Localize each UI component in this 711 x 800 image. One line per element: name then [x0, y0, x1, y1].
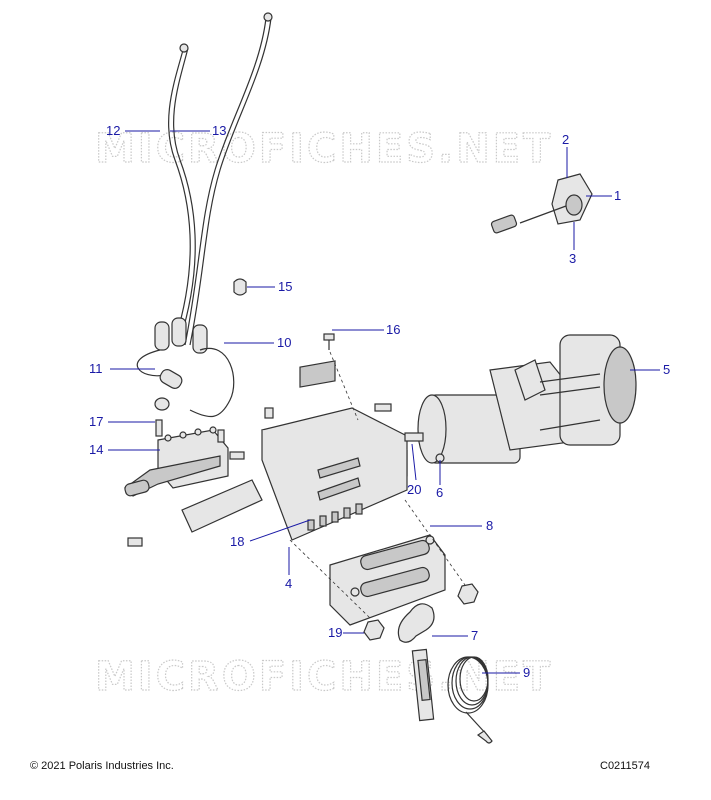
callout-10: 10: [277, 335, 291, 350]
callout-13: 13: [212, 123, 226, 138]
callout-2: 2: [562, 132, 569, 147]
callout-1: 1: [614, 188, 621, 203]
synthetic-rope: [447, 656, 493, 744]
callout-20: 20: [407, 482, 421, 497]
roller-fairlead: [289, 499, 466, 626]
leader-lines: [108, 130, 660, 674]
nuts: [363, 583, 479, 641]
bolt-16: [323, 333, 359, 421]
winch: [404, 334, 637, 464]
watermark-bottom: MICROFICHES.NET: [95, 654, 553, 700]
hook-strap: [397, 603, 435, 722]
callout-18: 18: [230, 534, 244, 549]
winch-mount-bracket: [127, 360, 408, 547]
winch-switch: [490, 173, 593, 234]
callout-14: 14: [89, 442, 103, 457]
callout-19: 19: [328, 625, 342, 640]
battery-cables: [168, 12, 273, 346]
callout-15: 15: [278, 279, 292, 294]
figure-code: C0211574: [600, 760, 650, 772]
callout-7: 7: [471, 628, 478, 643]
callout-11: 11: [89, 361, 103, 376]
callout-5: 5: [663, 362, 670, 377]
callouts: 1 2 3 4 5 6 7 8 9 10 11 12 13 14 15 16 1…: [89, 123, 670, 680]
callout-4: 4: [285, 576, 292, 591]
callout-17: 17: [89, 414, 103, 429]
callout-6: 6: [436, 485, 443, 500]
contactor: [124, 419, 245, 497]
callout-9: 9: [523, 665, 530, 680]
clip: [233, 278, 247, 296]
winch-harness: [136, 317, 235, 418]
callout-8: 8: [486, 518, 493, 533]
copyright-notice: © 2021 Polaris Industries Inc.: [30, 760, 174, 772]
callout-12: 12: [106, 123, 120, 138]
callout-3: 3: [569, 251, 576, 266]
watermark-top: MICROFICHES.NET: [95, 126, 553, 172]
callout-16: 16: [386, 322, 400, 337]
